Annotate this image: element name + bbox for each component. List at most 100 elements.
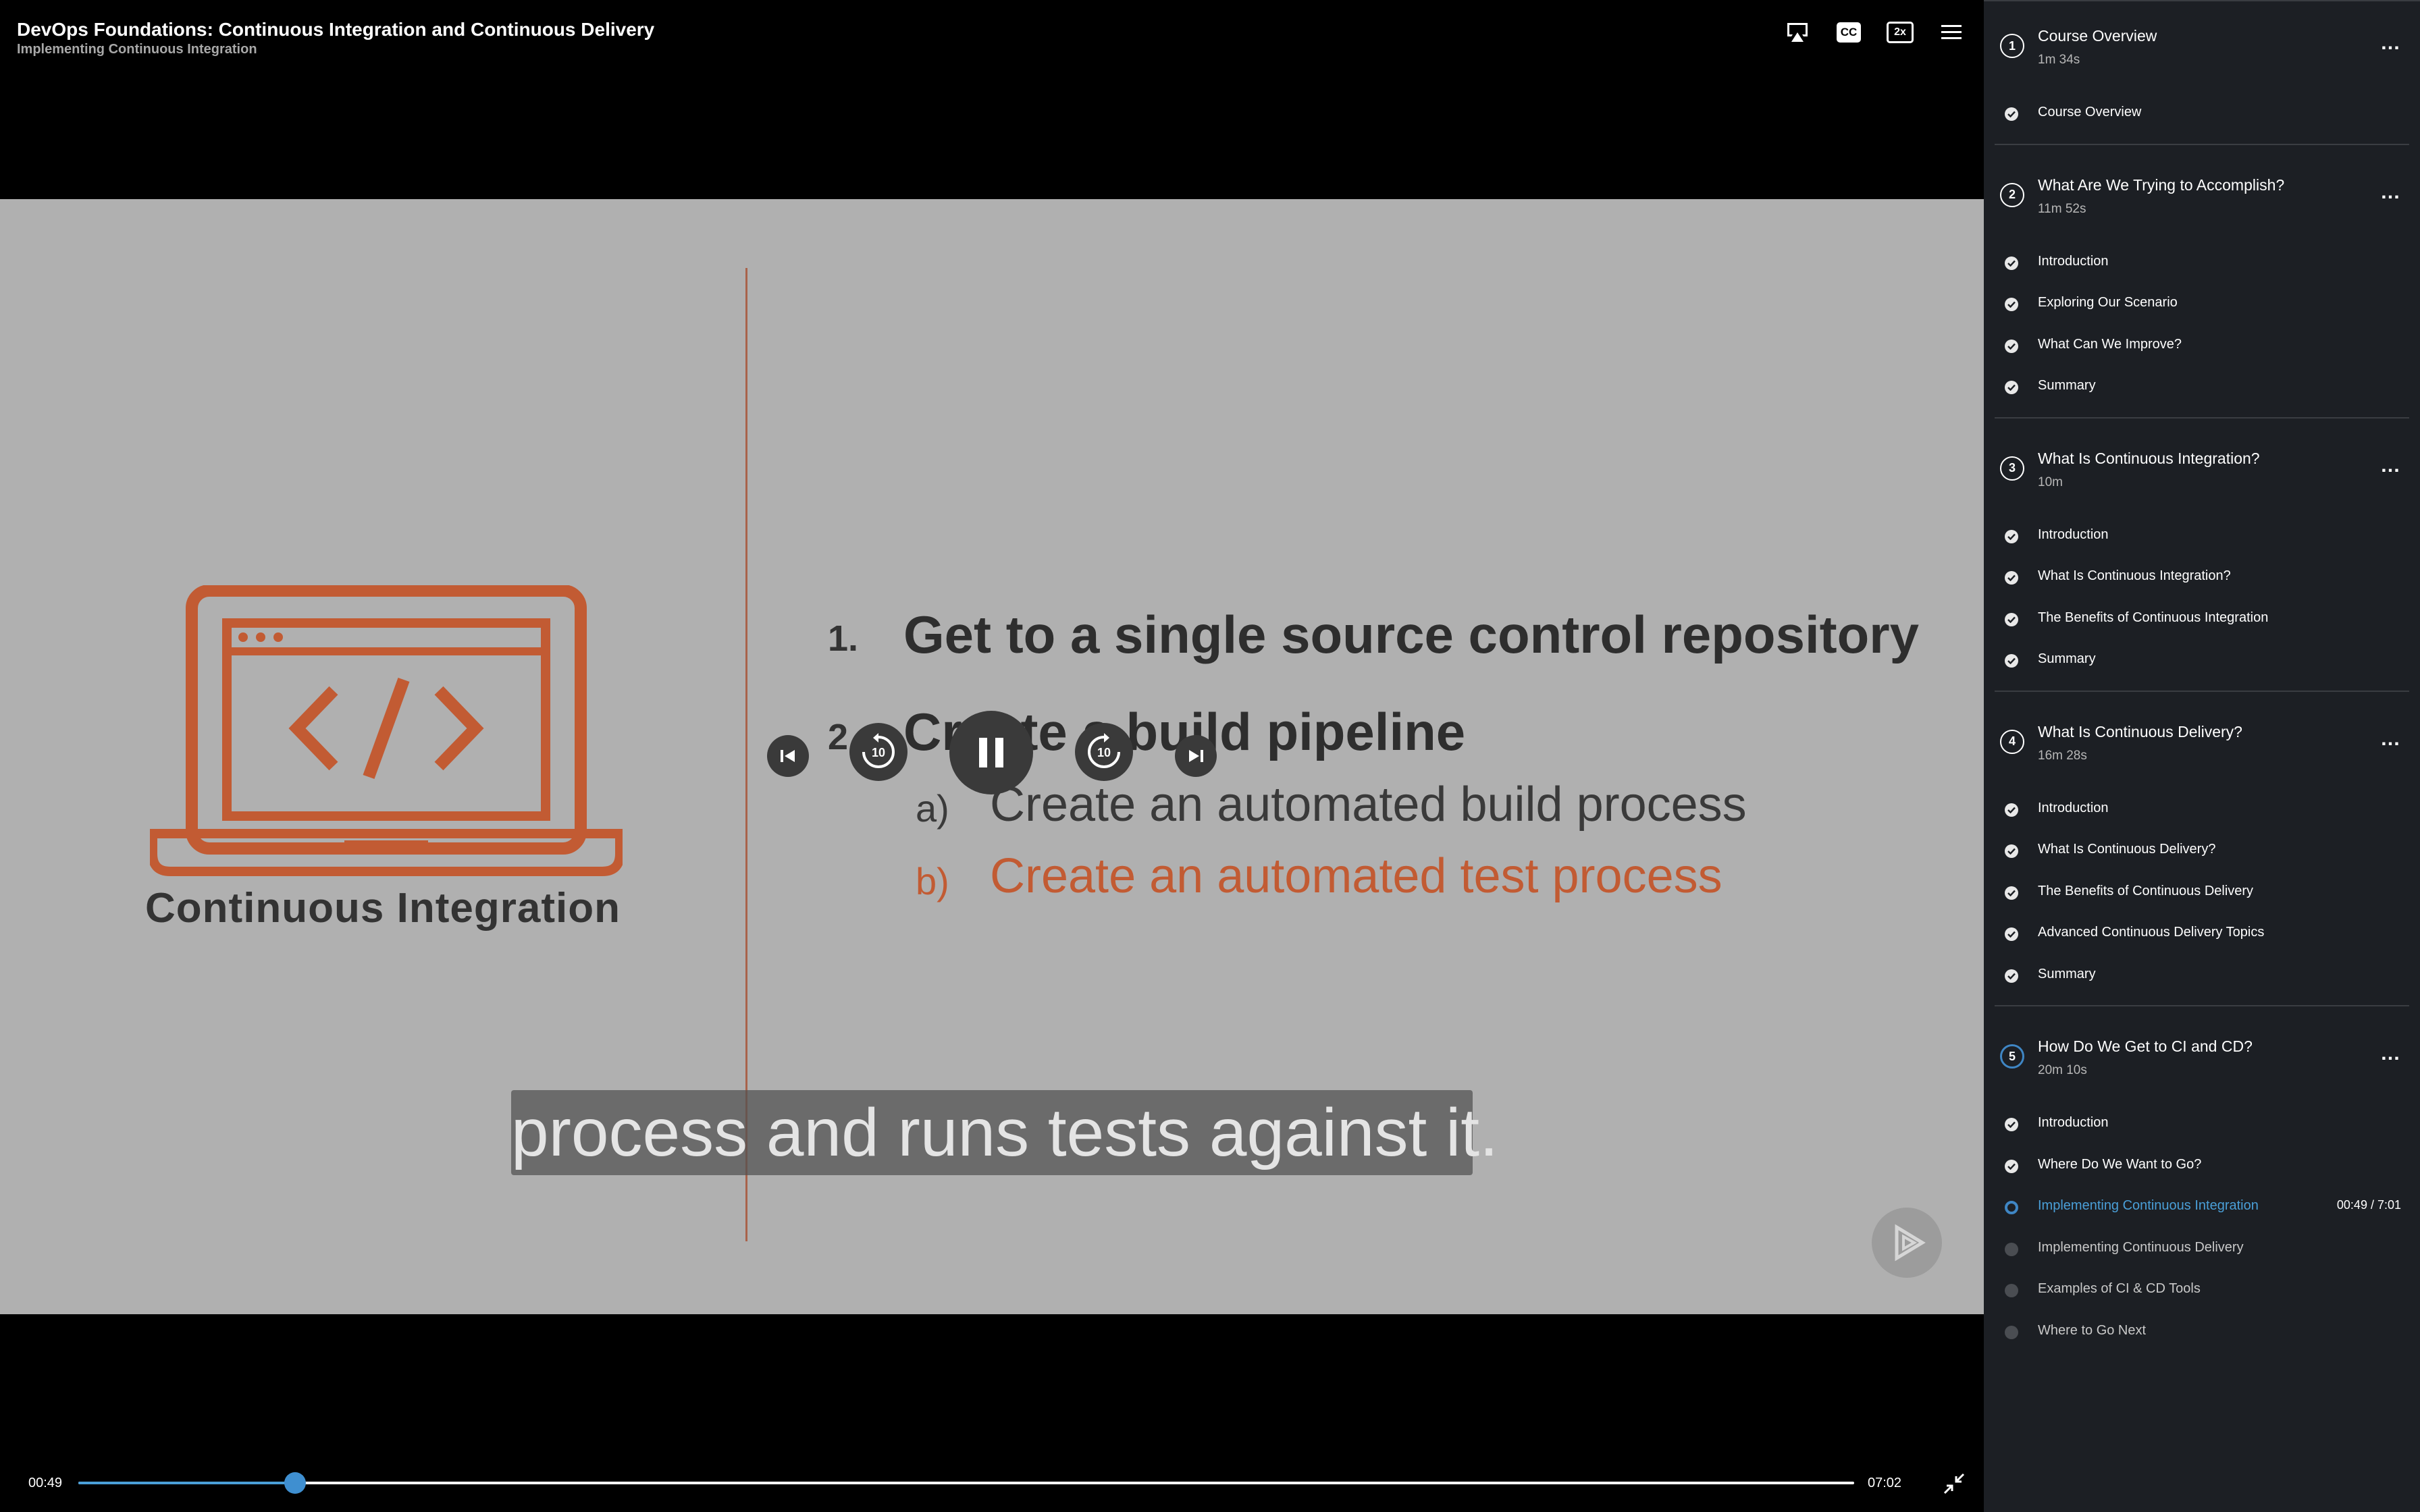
clip-item[interactable]: Exploring Our Scenario: [1984, 290, 2420, 317]
clip-label: Introduction: [2038, 253, 2109, 269]
sublist-letter: b): [916, 860, 949, 902]
clip-item[interactable]: What Is Continuous Delivery?: [1984, 836, 2420, 863]
module-more-options-icon[interactable]: …: [2380, 32, 2401, 54]
module-title[interactable]: What Is Continuous Delivery?: [2038, 722, 2242, 740]
clip-item[interactable]: Summary: [1984, 961, 2420, 988]
closed-captions-icon[interactable]: CC: [1835, 20, 1862, 45]
completed-check-icon: [2005, 1118, 2018, 1131]
module-divider: [1995, 416, 2409, 418]
completed-check-icon: [2005, 571, 2018, 585]
list-number: 1.: [828, 618, 859, 659]
completed-check-icon: [2005, 803, 2018, 817]
module-number-icon: 1: [2000, 34, 2024, 58]
completed-check-icon: [2005, 612, 2018, 626]
total-time: 07:02: [1868, 1476, 1902, 1490]
clip-label: Summary: [2038, 378, 2096, 393]
clip-label: Exploring Our Scenario: [2038, 295, 2178, 310]
completed-check-icon: [2005, 927, 2018, 941]
forward-10-button[interactable]: 10: [1075, 723, 1133, 781]
clip-item[interactable]: Introduction: [1984, 248, 2420, 275]
clip-item[interactable]: What Is Continuous Integration?: [1984, 563, 2420, 590]
clip-item[interactable]: Examples of CI & CD Tools: [1984, 1276, 2420, 1303]
clip-item[interactable]: Implementing Continuous Delivery: [1984, 1235, 2420, 1262]
clip-label: Course Overview: [2038, 105, 2142, 119]
previous-clip-button[interactable]: [767, 735, 809, 777]
completed-check-icon: [2005, 529, 2018, 543]
sublist-item: Create an automated build process: [990, 778, 1747, 832]
module-more-options-icon[interactable]: …: [2380, 727, 2401, 750]
pause-icon: [979, 738, 1003, 767]
video-player[interactable]: DevOps Foundations: Continuous Integrati…: [0, 0, 1984, 1512]
menu-icon[interactable]: [1938, 20, 1965, 45]
completed-check-icon: [2005, 298, 2018, 311]
progress-thumb[interactable]: [284, 1472, 306, 1494]
pause-button[interactable]: [949, 711, 1033, 794]
module-title[interactable]: Course Overview: [2038, 27, 2157, 45]
clip-item[interactable]: Where Do We Want to Go?: [1984, 1152, 2420, 1179]
module-number-icon: 3: [2000, 456, 2024, 481]
not-started-icon: [2005, 1242, 2018, 1256]
module-duration: 11m 52s: [2038, 201, 2086, 216]
module-number-icon: 4: [2000, 729, 2024, 754]
clip-item[interactable]: Summary: [1984, 646, 2420, 673]
in-progress-icon: [2005, 1201, 2018, 1214]
skip-next-icon: [1189, 750, 1203, 762]
clip-label: Summary: [2038, 966, 2096, 981]
module-divider: [1995, 143, 2409, 145]
slide-divider: [745, 268, 747, 1241]
list-item: Get to a single source control repositor…: [903, 605, 1919, 664]
sublist-letter: a): [916, 787, 949, 830]
progress-track[interactable]: [78, 1472, 1854, 1494]
clip-item[interactable]: What Can We Improve?: [1984, 331, 2420, 358]
completed-check-icon: [2005, 886, 2018, 900]
speed-icon[interactable]: 2x: [1887, 20, 1914, 45]
module-duration: 10m: [2038, 475, 2063, 489]
clip-item[interactable]: Summary: [1984, 373, 2420, 400]
module-more-options-icon[interactable]: …: [2380, 180, 2401, 203]
completed-check-icon: [2005, 844, 2018, 858]
slide-frame[interactable]: Continuous Integration 1. Get to a singl…: [0, 199, 1984, 1314]
airplay-icon[interactable]: [1784, 20, 1811, 45]
module-divider: [1995, 1005, 2409, 1006]
not-started-icon: [2005, 1284, 2018, 1297]
completed-check-icon: [2005, 654, 2018, 668]
clip-label: What Is Continuous Integration?: [2038, 568, 2231, 583]
module-title[interactable]: How Do We Get to CI and CD?: [2038, 1037, 2253, 1055]
clip-label: Examples of CI & CD Tools: [2038, 1281, 2201, 1296]
module-duration: 20m 10s: [2038, 1063, 2087, 1077]
slide-caption: Continuous Integration: [145, 885, 621, 932]
clip-label: Summary: [2038, 651, 2096, 666]
clip-item[interactable]: The Benefits of Continuous Integration: [1984, 605, 2420, 632]
clip-label: What Can We Improve?: [2038, 336, 2182, 352]
clip-subtitle: Implementing Continuous Integration: [17, 42, 257, 57]
clip-item[interactable]: Advanced Continuous Delivery Topics: [1984, 919, 2420, 946]
clip-label: Where Do We Want to Go?: [2038, 1156, 2202, 1172]
clip-label: Introduction: [2038, 526, 2109, 542]
clip-item[interactable]: The Benefits of Continuous Delivery: [1984, 878, 2420, 905]
clip-label: Introduction: [2038, 800, 2109, 815]
clip-item[interactable]: Where to Go Next: [1984, 1318, 2420, 1345]
module-number-icon: 2: [2000, 182, 2024, 207]
module-more-options-icon[interactable]: …: [2380, 1042, 2401, 1064]
brand-logo-icon: [1872, 1208, 1942, 1278]
module-divider: [1995, 690, 2409, 692]
clip-item[interactable]: Introduction: [1984, 522, 2420, 549]
module-title[interactable]: What Is Continuous Integration?: [2038, 449, 2260, 467]
next-clip-button[interactable]: [1175, 735, 1217, 777]
exit-fullscreen-icon[interactable]: [1942, 1472, 1966, 1496]
progress-fill: [78, 1482, 295, 1484]
rewind-10-button[interactable]: 10: [849, 723, 908, 781]
laptop-code-icon: [150, 585, 623, 876]
module-more-options-icon[interactable]: …: [2380, 454, 2401, 477]
clip-label: What Is Continuous Delivery?: [2038, 842, 2216, 857]
clip-item[interactable]: Introduction: [1984, 795, 2420, 822]
completed-check-icon: [2005, 969, 2018, 983]
module-title[interactable]: What Are We Trying to Accomplish?: [2038, 176, 2285, 194]
clip-item[interactable]: Course Overview: [1984, 99, 2420, 126]
clip-label: The Benefits of Continuous Integration: [2038, 610, 2269, 625]
cc-label: CC: [1837, 22, 1861, 43]
clip-item[interactable]: Introduction: [1984, 1110, 2420, 1137]
clip-progress-time: 00:49 / 7:01: [2336, 1198, 2401, 1212]
